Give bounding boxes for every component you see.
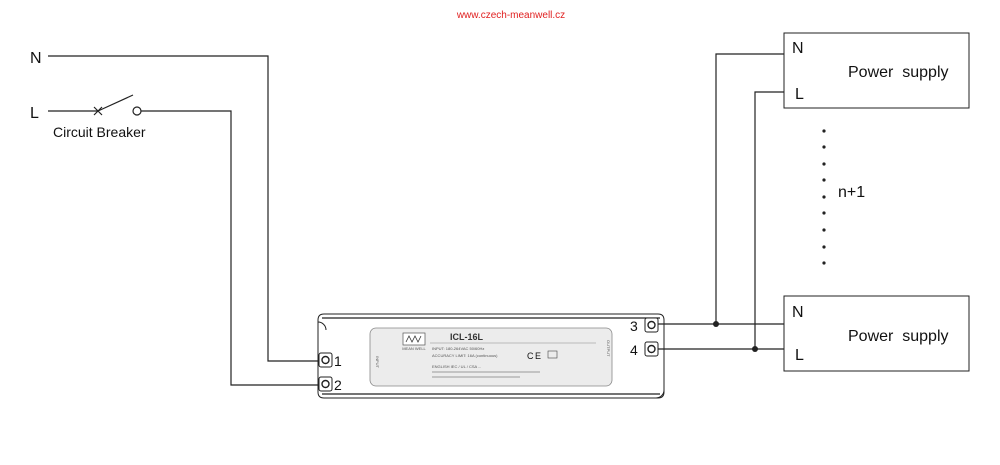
input-l-wire (141, 110, 318, 386)
terminal-2 (318, 376, 333, 392)
terminal-1-number: 1 (334, 353, 342, 369)
brand-logo (402, 332, 426, 346)
load-count-label: n+1 (838, 184, 865, 201)
power-supply-top-n: N (792, 40, 804, 57)
terminal-4 (644, 341, 659, 357)
input-spec-text: INPUT: 180-264VAC 50/60Hz (432, 346, 484, 351)
power-supply-bottom-label: Power supply (848, 328, 949, 345)
power-supply-bottom-l: L (795, 347, 804, 364)
branch-l-top (754, 91, 784, 349)
input-l-label: L (30, 105, 39, 122)
power-supply-top-l: L (795, 86, 804, 103)
icl-16l-module: MEAN WELL ICL-16L INPUT: 180-264VAC 50/6… (317, 313, 665, 399)
label-plate (369, 327, 613, 387)
svg-text:C: C (527, 351, 534, 361)
svg-text:E: E (535, 351, 541, 361)
terminal-2-number: 2 (334, 377, 342, 393)
circuit-breaker-label: Circuit Breaker (53, 124, 146, 140)
power-supply-bottom: N L Power supply (783, 295, 970, 372)
power-supply-bottom-n: N (792, 304, 804, 321)
watermark-url: www.czech-meanwell.cz (456, 10, 565, 21)
power-supply-top: N L Power supply (783, 32, 970, 109)
cert-mark-icon (547, 350, 558, 359)
accuracy-spec-text: ACCURACY LIMIT: 16A (continuous) (432, 353, 498, 358)
junction-dot-3 (713, 321, 719, 327)
brand-name: MEAN WELL (402, 346, 426, 351)
branch-n-top (715, 53, 784, 324)
output-side-label: OUTPUT (606, 340, 611, 357)
terminal-4-number: 4 (630, 342, 638, 358)
terminal-3-number: 3 (630, 318, 638, 334)
fine-print-text: ENGLISH IEC / UL / CSA ... (432, 364, 481, 369)
ellipsis-dots (822, 129, 826, 265)
input-side-label: INPUT (375, 356, 380, 369)
circuit-breaker-symbol (48, 94, 142, 116)
model-name: ICL-16L (450, 332, 484, 342)
junction-dot-4 (752, 346, 758, 352)
terminal-3 (644, 317, 659, 333)
power-supply-top-label: Power supply (848, 64, 949, 81)
terminal-1 (318, 352, 333, 368)
ce-mark-icon: C E (527, 351, 541, 361)
input-n-wire (48, 55, 318, 362)
input-n-label: N (30, 50, 42, 67)
